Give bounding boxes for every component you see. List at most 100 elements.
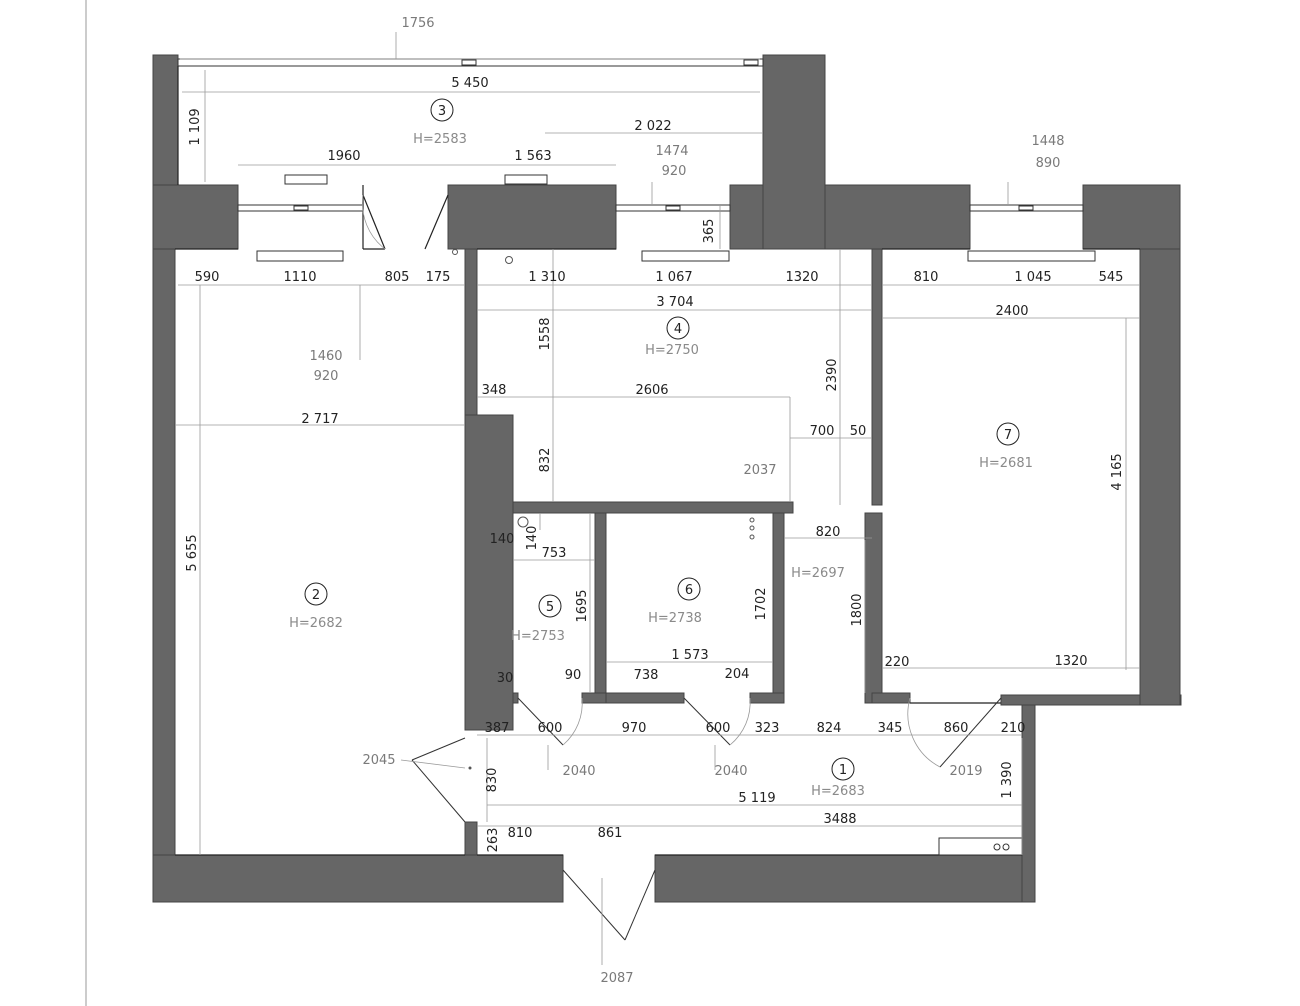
svg-text:7: 7	[1004, 428, 1012, 443]
dim-2606: 2606	[635, 383, 668, 398]
svg-text:2: 2	[312, 588, 320, 603]
svg-text:4: 4	[674, 322, 682, 337]
dim-3488: 3488	[823, 812, 856, 827]
dim-50: 50	[850, 424, 867, 439]
interior-lines	[175, 66, 1140, 856]
dim-970: 970	[622, 721, 647, 736]
room-2-label: 2 H=2682	[289, 582, 343, 631]
dim-345: 345	[878, 721, 903, 736]
dim-263: 263	[486, 828, 501, 853]
dim-2390: 2390	[825, 358, 840, 391]
dim-1474: 1474	[655, 144, 688, 159]
room-5-label: 5 H=2753	[511, 594, 565, 644]
dim-1460: 1460	[309, 349, 342, 364]
dim-832: 832	[538, 448, 553, 473]
dim-210: 210	[1001, 721, 1026, 736]
dim-738: 738	[634, 668, 659, 683]
dim-4165: 4 165	[1110, 453, 1125, 490]
dim-810a: 810	[914, 270, 939, 285]
svg-text:H=2681: H=2681	[979, 456, 1033, 471]
dim-1067: 1 067	[655, 270, 692, 285]
dim-1695: 1695	[575, 589, 590, 622]
room-6-label: 6 H=2738	[648, 577, 702, 626]
walls	[152, 54, 1182, 903]
dim-323: 323	[755, 721, 780, 736]
dimension-lines	[175, 32, 1140, 965]
dim-830: 830	[485, 768, 500, 793]
dim-1960: 1960	[327, 149, 360, 164]
dim-2717: 2 717	[301, 412, 338, 427]
svg-text:H=2753: H=2753	[511, 629, 565, 644]
dim-1045: 1 045	[1014, 270, 1051, 285]
svg-text:H=2683: H=2683	[811, 784, 865, 799]
dim-5655: 5 655	[185, 534, 200, 571]
dim-545: 545	[1099, 270, 1124, 285]
dim-2400: 2400	[995, 304, 1028, 319]
svg-text:H=2738: H=2738	[648, 611, 702, 626]
dim-1756: 1756	[401, 16, 434, 31]
svg-text:6: 6	[685, 583, 693, 598]
dim-365: 365	[702, 219, 717, 244]
dim-1448: 1448	[1031, 134, 1064, 149]
dim-824: 824	[817, 721, 842, 736]
dim-890: 890	[1036, 156, 1061, 171]
dim-2037: 2037	[743, 463, 776, 478]
dim-1563: 1 563	[514, 149, 551, 164]
dim-1109: 1 109	[188, 108, 203, 145]
dim-175: 175	[426, 270, 451, 285]
svg-text:3: 3	[438, 104, 446, 119]
dim-2045: 2045	[362, 753, 395, 768]
dim-5119: 5 119	[738, 791, 775, 806]
room-7-label: 7 H=2681	[979, 422, 1033, 471]
dim-140a: 140	[490, 532, 515, 547]
svg-text:5: 5	[546, 600, 554, 615]
dim-2022: 2 022	[634, 119, 671, 134]
dim-1310: 1 310	[528, 270, 565, 285]
dim-90: 90	[565, 668, 582, 683]
dim-387: 387	[485, 721, 510, 736]
dim-1800: 1800	[850, 593, 865, 626]
dim-140b: 140	[525, 526, 540, 551]
room-3-label: 3 H=2583	[413, 98, 467, 147]
dim-861: 861	[598, 826, 623, 841]
dim-1702: 1702	[754, 587, 769, 620]
dim-204: 204	[725, 667, 750, 682]
dim-1558: 1558	[538, 317, 553, 350]
dim-220: 220	[885, 655, 910, 670]
dim-700: 700	[810, 424, 835, 439]
dim-920a: 920	[662, 164, 687, 179]
dimension-texts: 1756 5 450 1 109 2 022 1960 1 563 1474 9…	[185, 16, 1125, 986]
dim-820: 820	[816, 525, 841, 540]
dim-3704: 3 704	[656, 295, 693, 310]
dim-1320a: 1320	[785, 270, 818, 285]
dim-590: 590	[195, 270, 220, 285]
svg-text:H=2750: H=2750	[645, 343, 699, 358]
room-1-label: 1 H=2683	[811, 757, 865, 799]
corridor-height: H=2697	[791, 566, 845, 581]
dim-1320b: 1320	[1054, 654, 1087, 669]
dim-860: 860	[944, 721, 969, 736]
dim-810b: 810	[508, 826, 533, 841]
dim-1110: 1110	[283, 270, 316, 285]
dim-600a: 600	[538, 721, 563, 736]
dim-348: 348	[482, 383, 507, 398]
dim-805: 805	[385, 270, 410, 285]
dim-1573: 1 573	[671, 648, 708, 663]
svg-text:H=2583: H=2583	[413, 132, 467, 147]
dim-30: 30	[497, 671, 514, 686]
dim-2040b: 2040	[714, 764, 747, 779]
dim-753: 753	[542, 546, 567, 561]
svg-text:1: 1	[839, 763, 847, 778]
dim-1390: 1 390	[1000, 761, 1015, 798]
svg-text:H=2682: H=2682	[289, 616, 343, 631]
doors	[362, 194, 1002, 941]
dim-2019: 2019	[949, 764, 982, 779]
room-4-label: 4 H=2750	[645, 316, 699, 358]
dim-2040a: 2040	[562, 764, 595, 779]
room-labels: 3 H=2583 4 H=2750 7 H=2681 2 H=2682 5 H=…	[289, 98, 1033, 799]
dim-920b: 920	[314, 369, 339, 384]
dim-2087: 2087	[600, 971, 633, 986]
dim-5450: 5 450	[451, 76, 488, 91]
dim-600b: 600	[706, 721, 731, 736]
